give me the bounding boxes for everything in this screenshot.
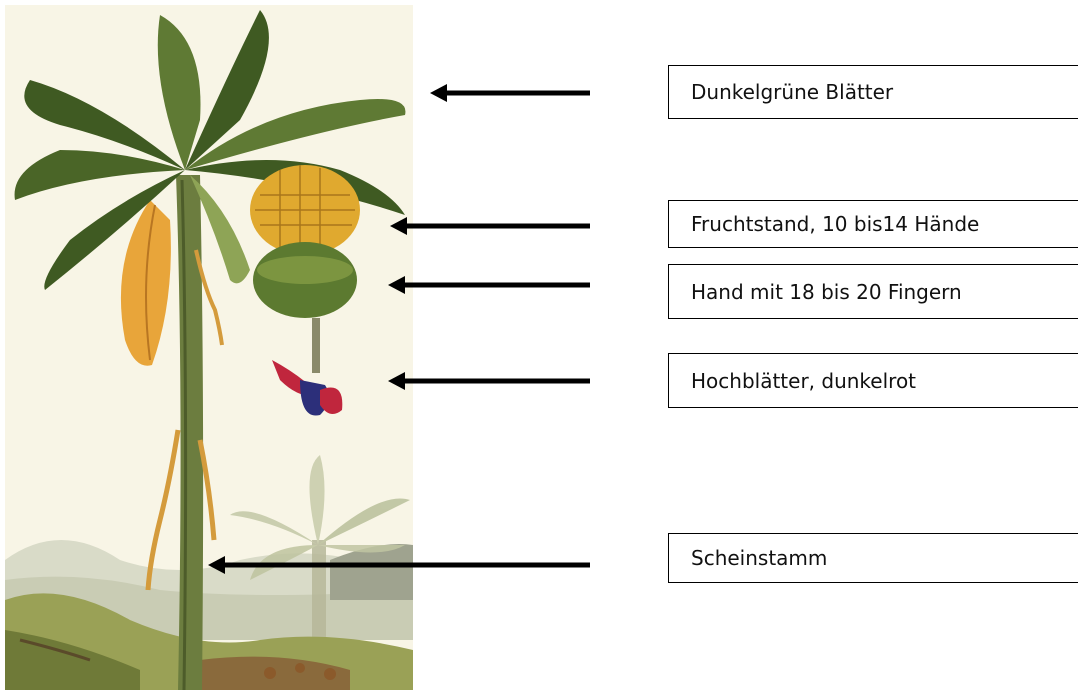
arrow-bracts: [388, 372, 590, 390]
arrow-leaves: [430, 84, 590, 102]
arrow-fruit-stand: [390, 217, 590, 235]
arrow-hand: [388, 276, 590, 294]
arrow-pseudostem: [208, 556, 590, 574]
label-bracts: Hochblätter, dunkelrot: [668, 353, 1078, 408]
label-pseudostem-text: Scheinstamm: [691, 546, 827, 570]
label-hand: Hand mit 18 bis 20 Fingern: [668, 264, 1078, 319]
label-leaves: Dunkelgrüne Blätter: [668, 65, 1078, 119]
label-fruit-stand-text: Fruchtstand, 10 bis14 Hände: [691, 212, 979, 236]
label-fruit-stand: Fruchtstand, 10 bis14 Hände: [668, 200, 1078, 248]
label-pseudostem: Scheinstamm: [668, 533, 1078, 583]
label-bracts-text: Hochblätter, dunkelrot: [691, 369, 916, 393]
label-leaves-text: Dunkelgrüne Blätter: [691, 80, 893, 104]
label-hand-text: Hand mit 18 bis 20 Fingern: [691, 280, 962, 304]
